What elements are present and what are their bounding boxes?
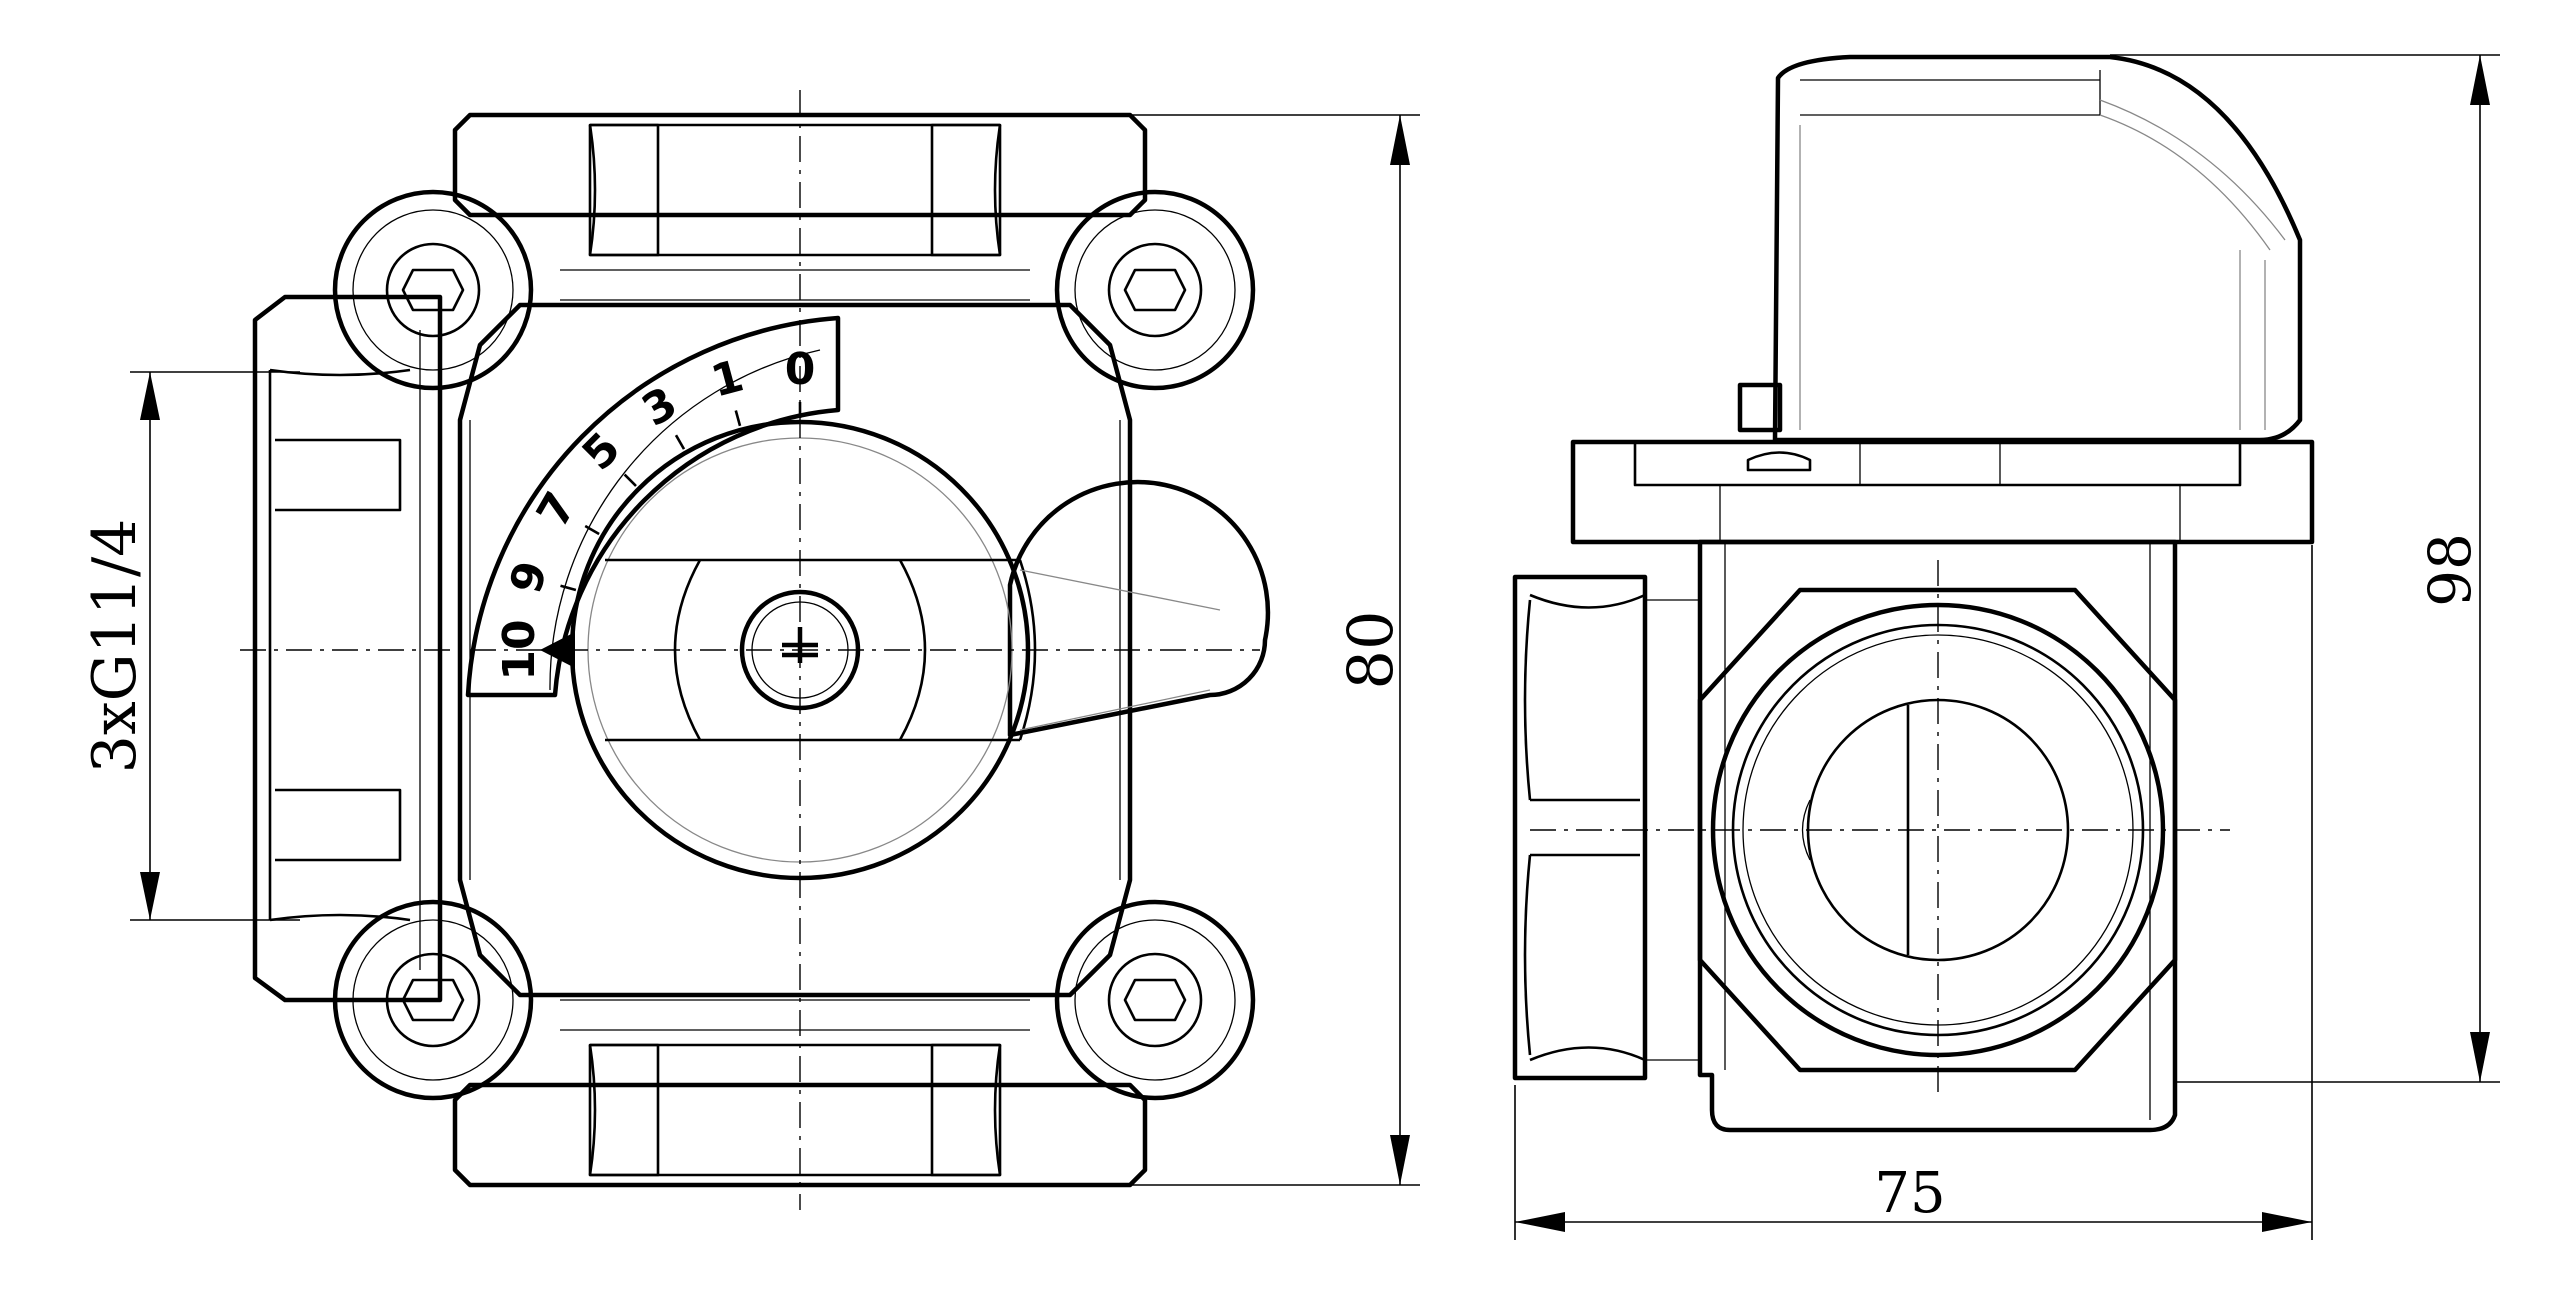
top-port-nut <box>452 112 1148 301</box>
bolt-boss-top-left <box>332 189 534 391</box>
side-left-port-nut <box>1512 574 1700 1081</box>
dimension-height-side-view: 98 <box>2110 54 2500 1083</box>
actuator-flange <box>1570 439 2315 545</box>
dimension-height-side-label: 98 <box>2416 533 2484 607</box>
scale-tick <box>560 584 577 592</box>
dimension-width-side-label: 75 <box>1874 1161 1945 1226</box>
scale-tick <box>584 524 600 536</box>
dimension-connection: 3xG11/4 <box>80 371 300 921</box>
actuator-housing <box>1737 54 2303 443</box>
scale-mark-label: 1 <box>706 350 749 407</box>
mixing-scale-plate <box>465 315 841 698</box>
scale-tick <box>734 410 742 427</box>
dimension-connection-label: 3xG11/4 <box>80 519 150 774</box>
scale-mark-label: 5 <box>573 423 631 481</box>
valve-side-view <box>1512 54 2315 1133</box>
bolt-boss-bottom-right <box>1054 899 1256 1101</box>
scale-mark-label: 9 <box>500 556 557 599</box>
dimension-height-top-label: 80 <box>1334 611 1407 690</box>
dimension-width-side-view: 75 <box>1514 545 2313 1240</box>
dimension-height-top-view: 80 <box>1110 114 1420 1186</box>
scale-tick <box>674 434 686 450</box>
scale-tick <box>623 473 637 487</box>
bolt-boss-bottom-left <box>332 899 534 1101</box>
left-port-nut <box>252 294 443 1003</box>
side-valve-body <box>1697 539 2178 1133</box>
bolt-boss-top-right <box>1054 189 1256 391</box>
